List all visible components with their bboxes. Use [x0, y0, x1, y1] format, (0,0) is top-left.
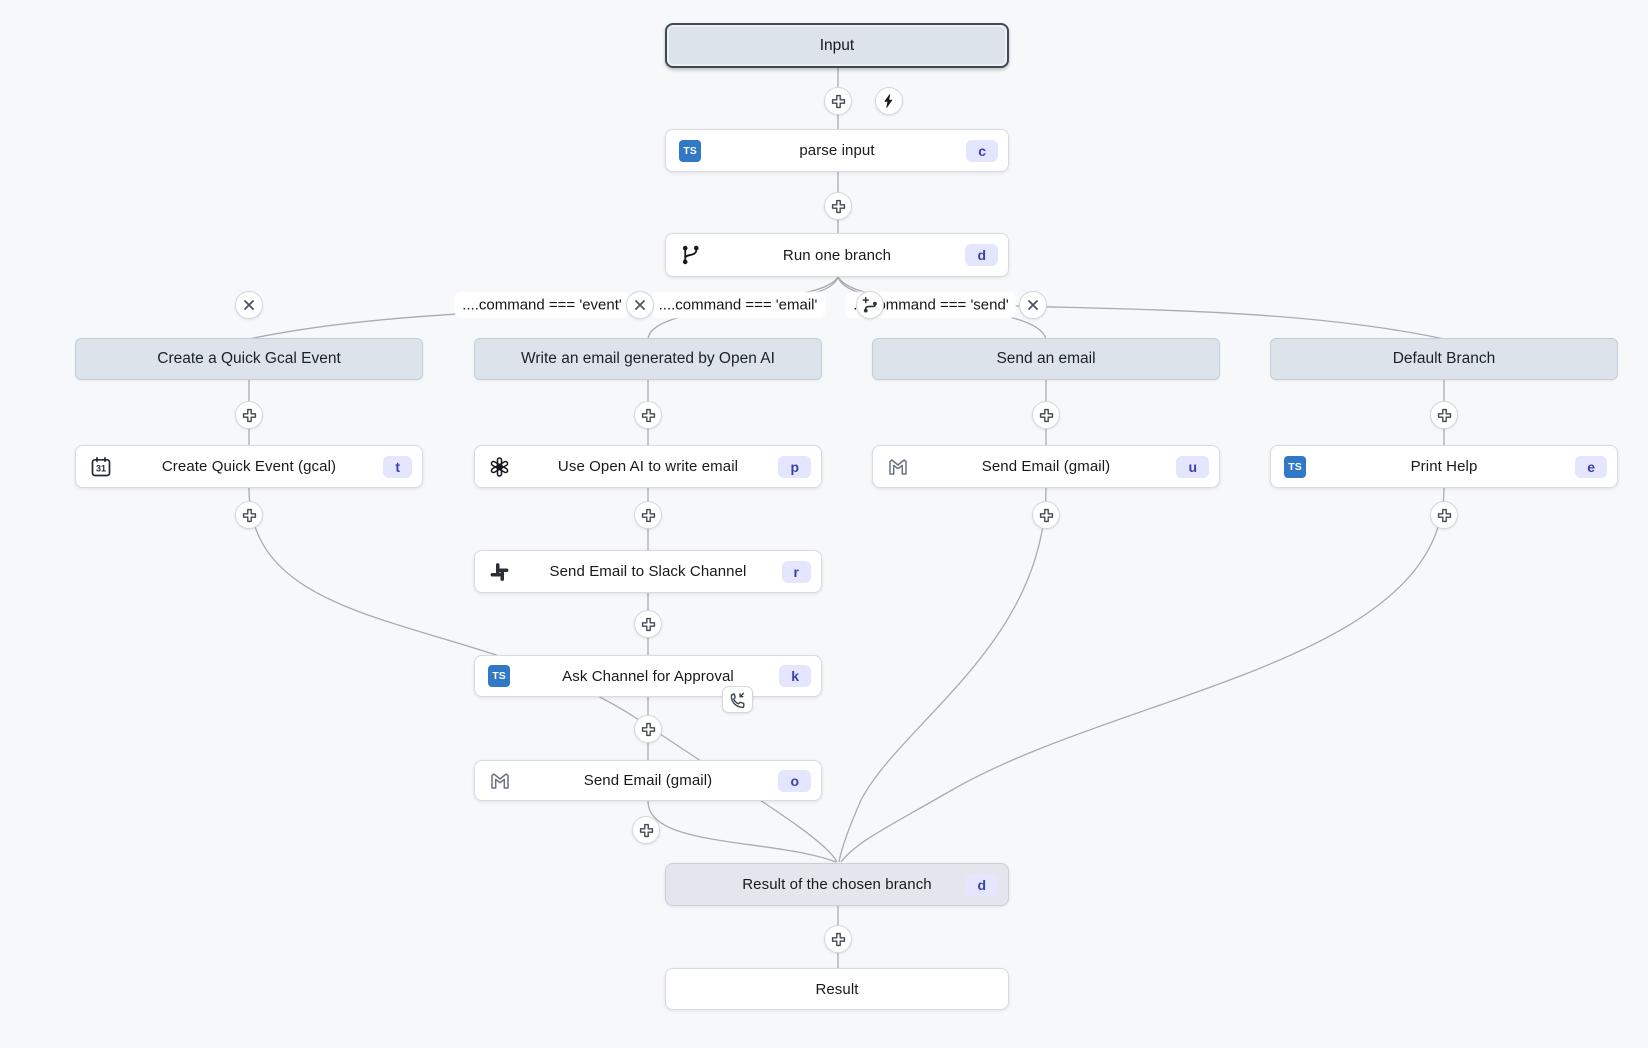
- node-label: Result: [815, 980, 859, 998]
- branch-add-icon: [862, 296, 877, 312]
- step-shortcut-badge: e: [1575, 455, 1607, 478]
- branch-header-gcal[interactable]: Create a Quick Gcal Event: [75, 338, 423, 380]
- edge-branch1-result: [647, 800, 837, 863]
- step-shortcut-badge: c: [966, 139, 998, 162]
- node-print-help[interactable]: TS Print Help e: [1270, 445, 1618, 488]
- branch-header-default[interactable]: Default Branch: [1270, 338, 1618, 380]
- insert-step-button[interactable]: [824, 87, 852, 115]
- plus-icon: [641, 508, 655, 522]
- insert-step-button[interactable]: [1032, 401, 1060, 429]
- condition-label-email: ....command === 'email': [651, 292, 825, 318]
- suspend-approval-button[interactable]: [722, 686, 753, 713]
- svg-text:31: 31: [96, 463, 106, 473]
- branch-header-label: Create a Quick Gcal Event: [157, 350, 341, 367]
- remove-branch-button[interactable]: [626, 291, 654, 319]
- plus-icon: [242, 508, 256, 522]
- step-shortcut-badge: r: [781, 560, 811, 583]
- insert-step-button[interactable]: [235, 501, 263, 529]
- phone-incoming-icon: [730, 692, 745, 708]
- node-send-email-gmail-c[interactable]: Send Email (gmail) u: [872, 445, 1220, 488]
- step-shortcut-badge: o: [778, 769, 811, 792]
- insert-step-button[interactable]: [1032, 501, 1060, 529]
- step-shortcut-badge: p: [778, 455, 811, 478]
- plus-icon: [831, 932, 845, 946]
- insert-step-button[interactable]: [634, 501, 662, 529]
- node-label: Send Email (gmail): [981, 458, 1111, 475]
- remove-branch-button[interactable]: [235, 291, 263, 319]
- insert-step-button[interactable]: [634, 401, 662, 429]
- step-shortcut-badge: d: [965, 873, 998, 896]
- insert-step-button[interactable]: [824, 925, 852, 953]
- plus-icon: [1437, 408, 1451, 422]
- plus-icon: [831, 199, 845, 213]
- edge-branch3-result: [840, 487, 1445, 863]
- git-branch-icon: [679, 244, 702, 267]
- branch-header-label: Send an email: [996, 350, 1096, 367]
- openai-icon: [488, 455, 511, 478]
- node-label: Create Quick Event (gcal): [161, 458, 337, 475]
- node-use-openai[interactable]: Use Open AI to write email p: [474, 445, 822, 488]
- typescript-icon: TS: [1284, 455, 1306, 478]
- node-ask-channel-approval[interactable]: TS Ask Channel for Approval k: [474, 655, 822, 697]
- node-parse-input[interactable]: TS parse input c: [665, 129, 1009, 172]
- typescript-icon: TS: [488, 665, 510, 687]
- condition-label-event: ....command === 'event': [455, 292, 629, 318]
- plus-icon: [242, 408, 256, 422]
- node-input[interactable]: Input: [665, 23, 1009, 68]
- step-shortcut-badge: d: [965, 244, 998, 266]
- close-icon: [1028, 300, 1038, 310]
- node-label: Send Email (gmail): [583, 772, 713, 789]
- step-shortcut-badge: k: [779, 665, 811, 687]
- plus-icon: [641, 617, 655, 631]
- insert-step-button[interactable]: [1430, 501, 1458, 529]
- branch-header-send-email[interactable]: Send an email: [872, 338, 1220, 380]
- node-label: Ask Channel for Approval: [562, 667, 734, 685]
- plus-icon: [641, 722, 655, 736]
- insert-step-button[interactable]: [824, 192, 852, 220]
- node-parse-input-label: parse input: [799, 142, 875, 159]
- close-icon: [635, 300, 645, 310]
- node-result[interactable]: Result: [665, 968, 1009, 1010]
- trigger-button[interactable]: [875, 87, 903, 115]
- edge-branch2-result: [838, 487, 1047, 863]
- node-run-one-branch[interactable]: Run one branch d: [665, 233, 1009, 277]
- node-label: Result of the chosen branch: [742, 876, 932, 893]
- insert-step-button[interactable]: [634, 610, 662, 638]
- slack-icon: [488, 560, 511, 583]
- node-input-label: Input: [819, 36, 855, 54]
- gmail-icon: [886, 455, 910, 479]
- add-branch-button[interactable]: [856, 291, 884, 319]
- calendar-icon: 31: [89, 455, 113, 479]
- gmail-icon: [488, 769, 512, 793]
- node-label: Print Help: [1410, 458, 1478, 475]
- branch-header-openai-email[interactable]: Write an email generated by Open AI: [474, 338, 822, 380]
- step-shortcut-badge: t: [383, 455, 412, 478]
- node-send-email-gmail-b[interactable]: Send Email (gmail) o: [474, 760, 822, 801]
- plus-icon: [641, 408, 655, 422]
- node-run-one-branch-label: Run one branch: [782, 246, 892, 264]
- plus-icon: [1039, 408, 1053, 422]
- node-label: Use Open AI to write email: [557, 458, 739, 475]
- insert-step-button[interactable]: [235, 401, 263, 429]
- step-shortcut-badge: u: [1176, 455, 1209, 478]
- branch-header-label: Write an email generated by Open AI: [521, 350, 775, 367]
- insert-step-button[interactable]: [634, 715, 662, 743]
- insert-step-button[interactable]: [632, 816, 660, 844]
- typescript-icon: TS: [679, 139, 701, 162]
- insert-step-button[interactable]: [1430, 401, 1458, 429]
- remove-branch-button[interactable]: [1019, 291, 1047, 319]
- node-send-email-slack[interactable]: Send Email to Slack Channel r: [474, 550, 822, 593]
- plus-icon: [1437, 508, 1451, 522]
- lightning-icon: [884, 94, 893, 108]
- plus-icon: [831, 94, 845, 108]
- node-result-of-chosen-branch[interactable]: Result of the chosen branch d: [665, 863, 1009, 906]
- plus-icon: [639, 823, 653, 837]
- node-create-quick-event[interactable]: 31 Create Quick Event (gcal) t: [75, 445, 423, 488]
- plus-icon: [1039, 508, 1053, 522]
- branch-header-label: Default Branch: [1392, 350, 1496, 367]
- close-icon: [244, 300, 254, 310]
- node-label: Send Email to Slack Channel: [549, 563, 747, 580]
